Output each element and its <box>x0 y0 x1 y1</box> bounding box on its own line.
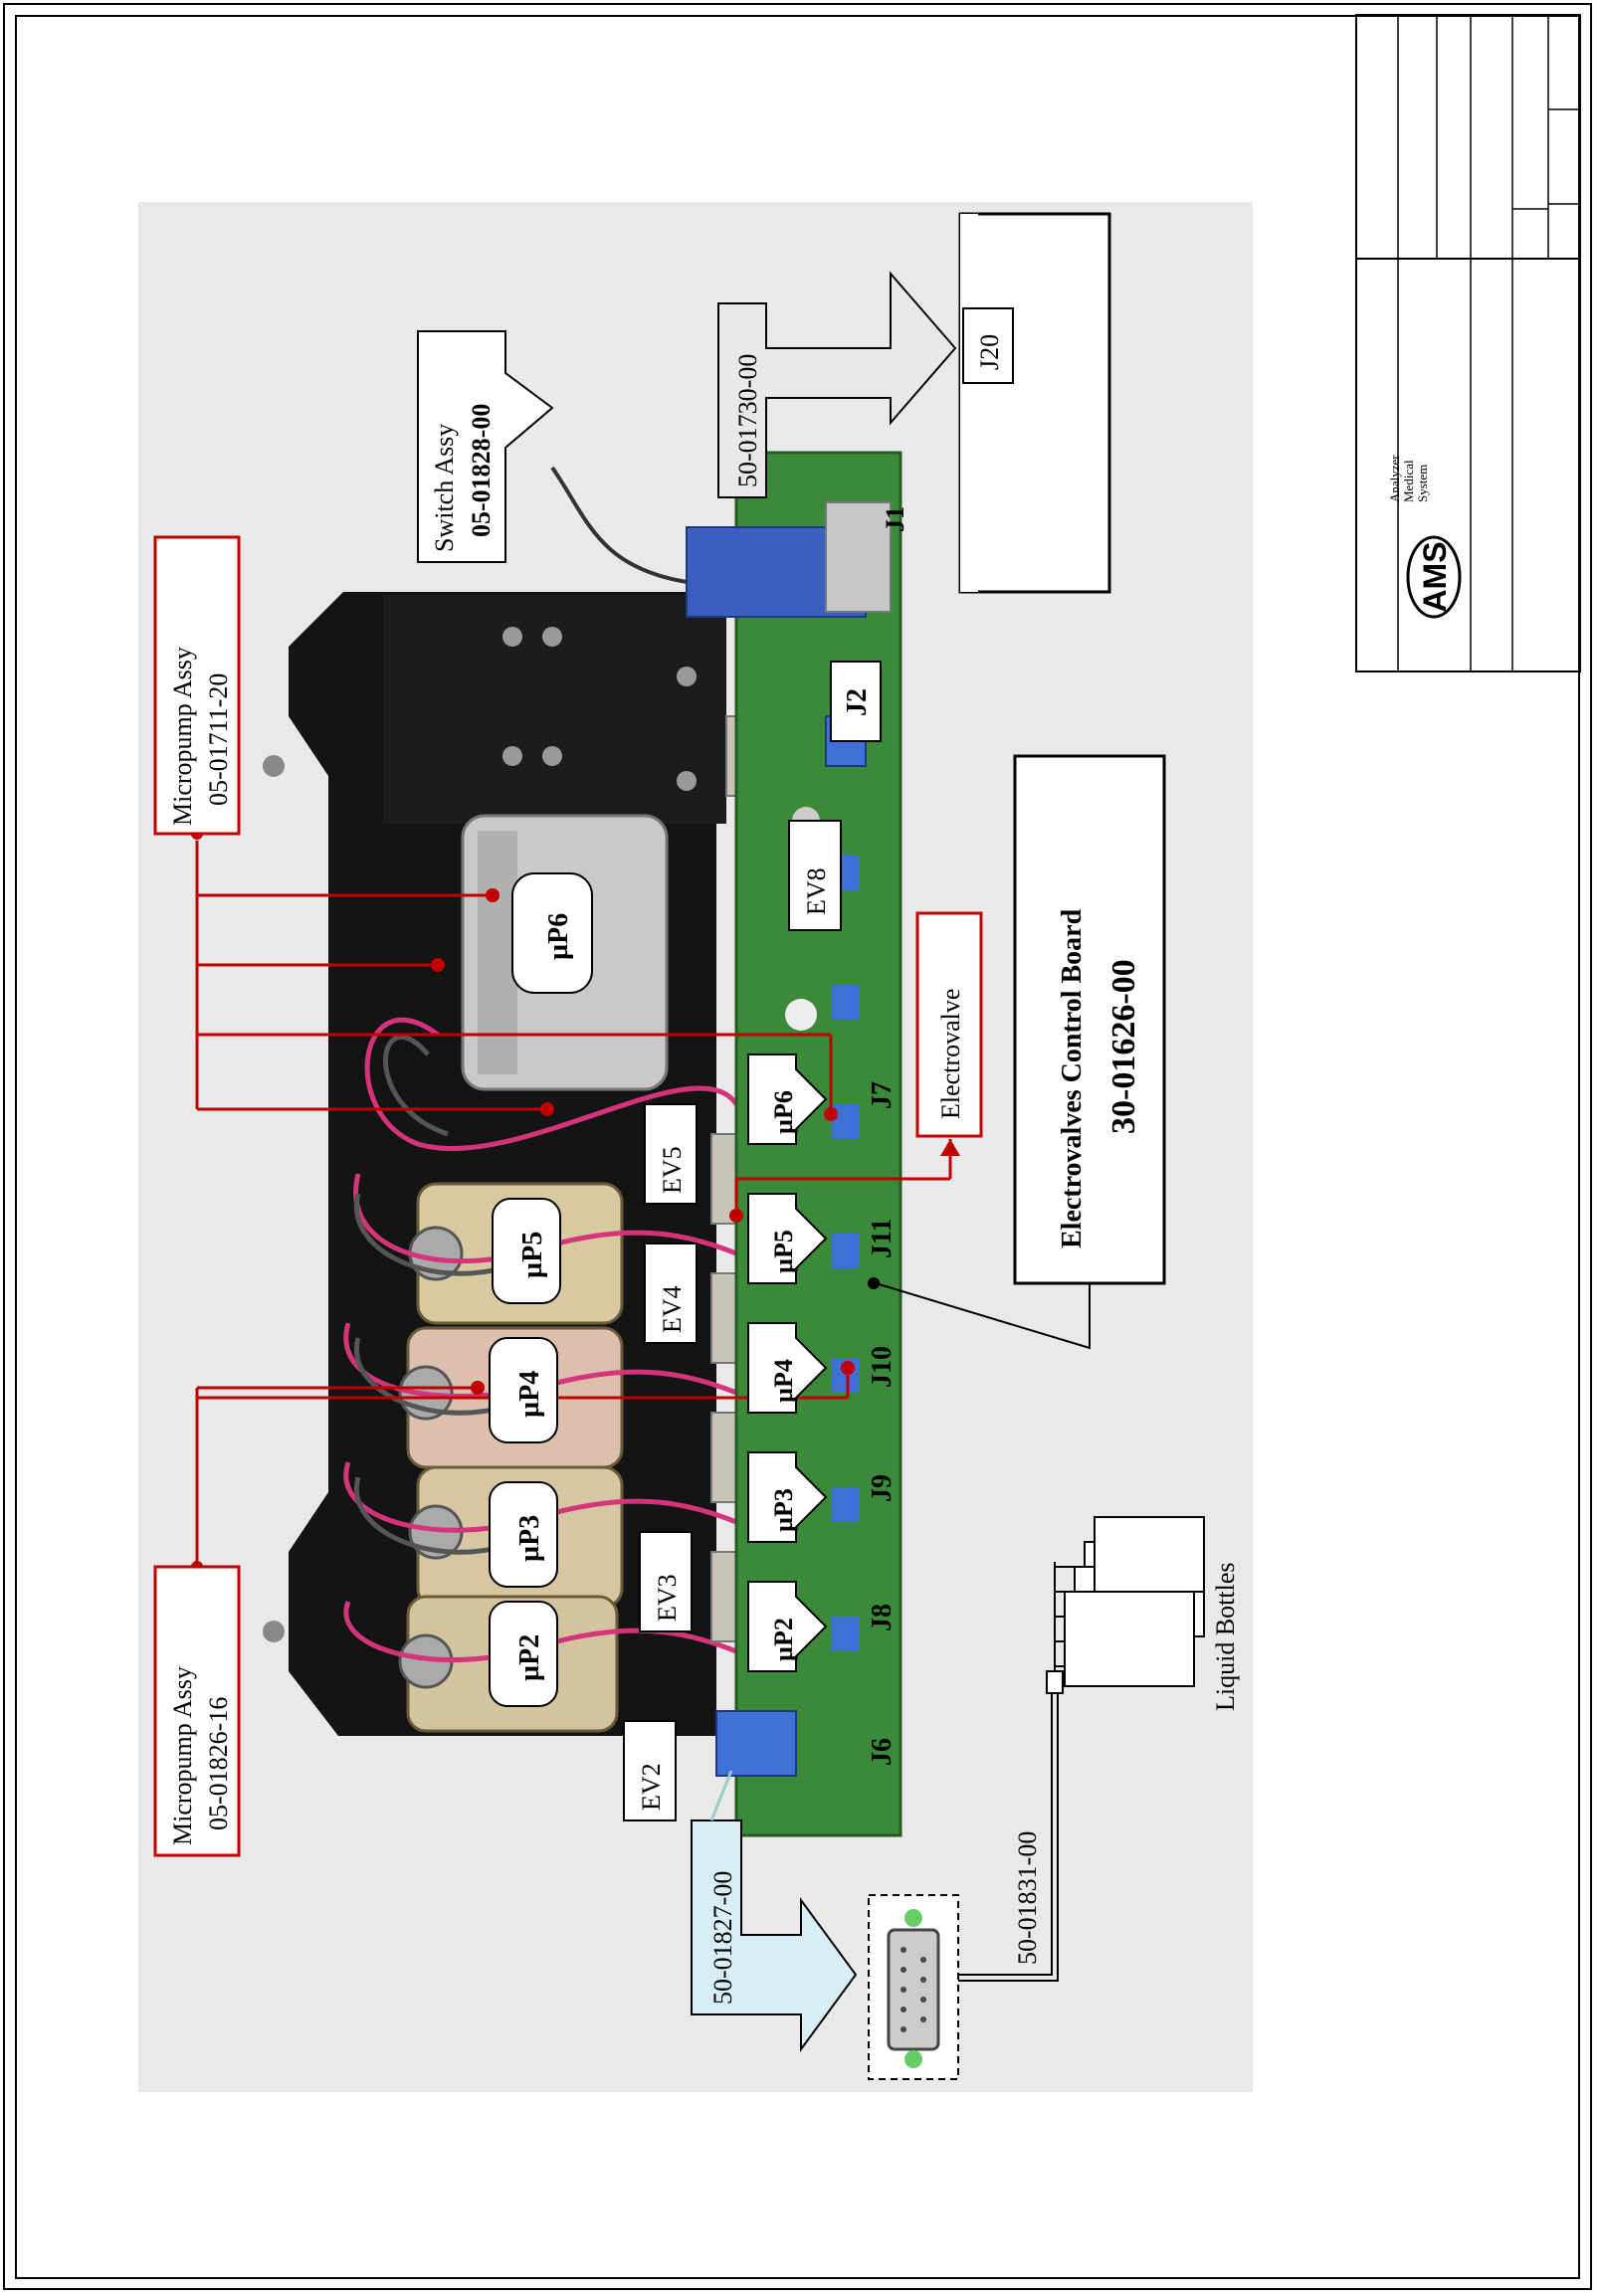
electrovalve-callout: Electrovalve <box>915 911 983 1138</box>
logo-text: AMS <box>1417 541 1453 612</box>
valve-label-ev3: EV3 <box>653 1574 682 1622</box>
connector-j10: J10 <box>867 1346 898 1388</box>
pump-label-up5: µP5 <box>517 1232 548 1278</box>
board-pump-up4: µP4 <box>769 1359 798 1403</box>
board-pump-arrows: µP6 µP5 µP4 µP3 µP2 <box>747 1053 828 1672</box>
outer-border <box>3 3 1592 2290</box>
callout-dots <box>191 828 855 1573</box>
pump-label-up2: µP2 <box>514 1634 545 1681</box>
micropump-assy-top-code: 05-01711-20 <box>204 673 233 806</box>
cable-j6-code: 50-01827-00 <box>708 1871 737 2005</box>
switch-assy-code: 05-01828-00 <box>467 404 496 537</box>
switch-assy-title: Switch Assy <box>430 424 459 552</box>
micropump-assy-top-callout: Micropump Assy 05-01711-20 <box>153 535 241 836</box>
title-block: AMS Analyzer Medical System <box>1355 14 1581 672</box>
connector-j2: J2 <box>842 688 873 716</box>
micropump-assy-bottom-code: 05-01826-16 <box>204 1697 233 1830</box>
valve-label-ev8: EV8 <box>802 867 831 915</box>
board-pump-up5: µP5 <box>769 1230 798 1273</box>
connector-j6: J6 <box>867 1738 898 1766</box>
cable-j20-code: 50-01730-00 <box>733 354 762 487</box>
cable-bottles-code: 50-01831-00 <box>1013 1831 1042 1965</box>
pump-label-up6: µP6 <box>543 913 574 960</box>
pump-labels: µP6 µP5 µP4 µP3 µP2 <box>489 872 593 1707</box>
cable-j20-callout: 50-01730-00 J20 <box>717 212 1111 594</box>
micropump-assy-bottom-title: Micropump Assy <box>168 1666 197 1845</box>
connector-j11: J11 <box>867 1219 898 1258</box>
valve-label-ev2: EV2 <box>637 1763 666 1811</box>
board-pump-up3: µP3 <box>769 1488 798 1532</box>
micropump-assy-top-title: Micropump Assy <box>168 647 197 826</box>
connector-j7: J7 <box>867 1081 898 1109</box>
board-pump-up6: µP6 <box>769 1090 798 1134</box>
electrovalve-arrow <box>940 1139 960 1156</box>
cable-j6-callout: 50-01827-00 <box>691 1770 858 2053</box>
db15-connector <box>868 1894 959 2080</box>
valve-label-ev4: EV4 <box>658 1285 687 1333</box>
connector-j1: J1 <box>881 506 909 532</box>
ams-logo: AMS <box>1406 535 1462 619</box>
company-line2: Medical <box>1401 460 1416 502</box>
valve-label-ev5: EV5 <box>658 1146 687 1194</box>
connector-j9: J9 <box>867 1474 898 1502</box>
liquid-bottles: Liquid Bottles <box>1064 1516 1240 1712</box>
inner-border <box>15 15 1580 2279</box>
micropump-assy-bottom-callout: Micropump Assy 05-01826-16 <box>153 1565 241 1857</box>
board-pump-up2: µP2 <box>769 1618 798 1661</box>
valve-labels: EV8 EV5 EV4 EV3 EV2 <box>623 820 842 1821</box>
liquid-bottles-label: Liquid Bottles <box>1211 1563 1240 1712</box>
switch-assy-callout: Switch Assy 05-01828-00 <box>417 330 688 584</box>
j20-label: J20 <box>975 334 1004 370</box>
pump-label-up3: µP3 <box>514 1515 545 1562</box>
connector-labels: J1 J2 J7 J11 J10 J9 J8 J6 <box>830 506 909 1766</box>
pump-label-up4: µP4 <box>514 1371 545 1418</box>
micropump-6-body <box>383 595 726 1091</box>
board-callout: Electrovalves Control Board 30-01626-00 <box>868 754 1166 1350</box>
board-title: Electrovalves Control Board <box>1057 908 1088 1248</box>
electrovalve-label: Electrovalve <box>936 989 965 1119</box>
company-line1: Analyzer <box>1387 455 1402 502</box>
connector-j8: J8 <box>867 1604 898 1631</box>
company-line3: System <box>1415 465 1430 502</box>
board-code: 30-01626-00 <box>1105 959 1142 1134</box>
